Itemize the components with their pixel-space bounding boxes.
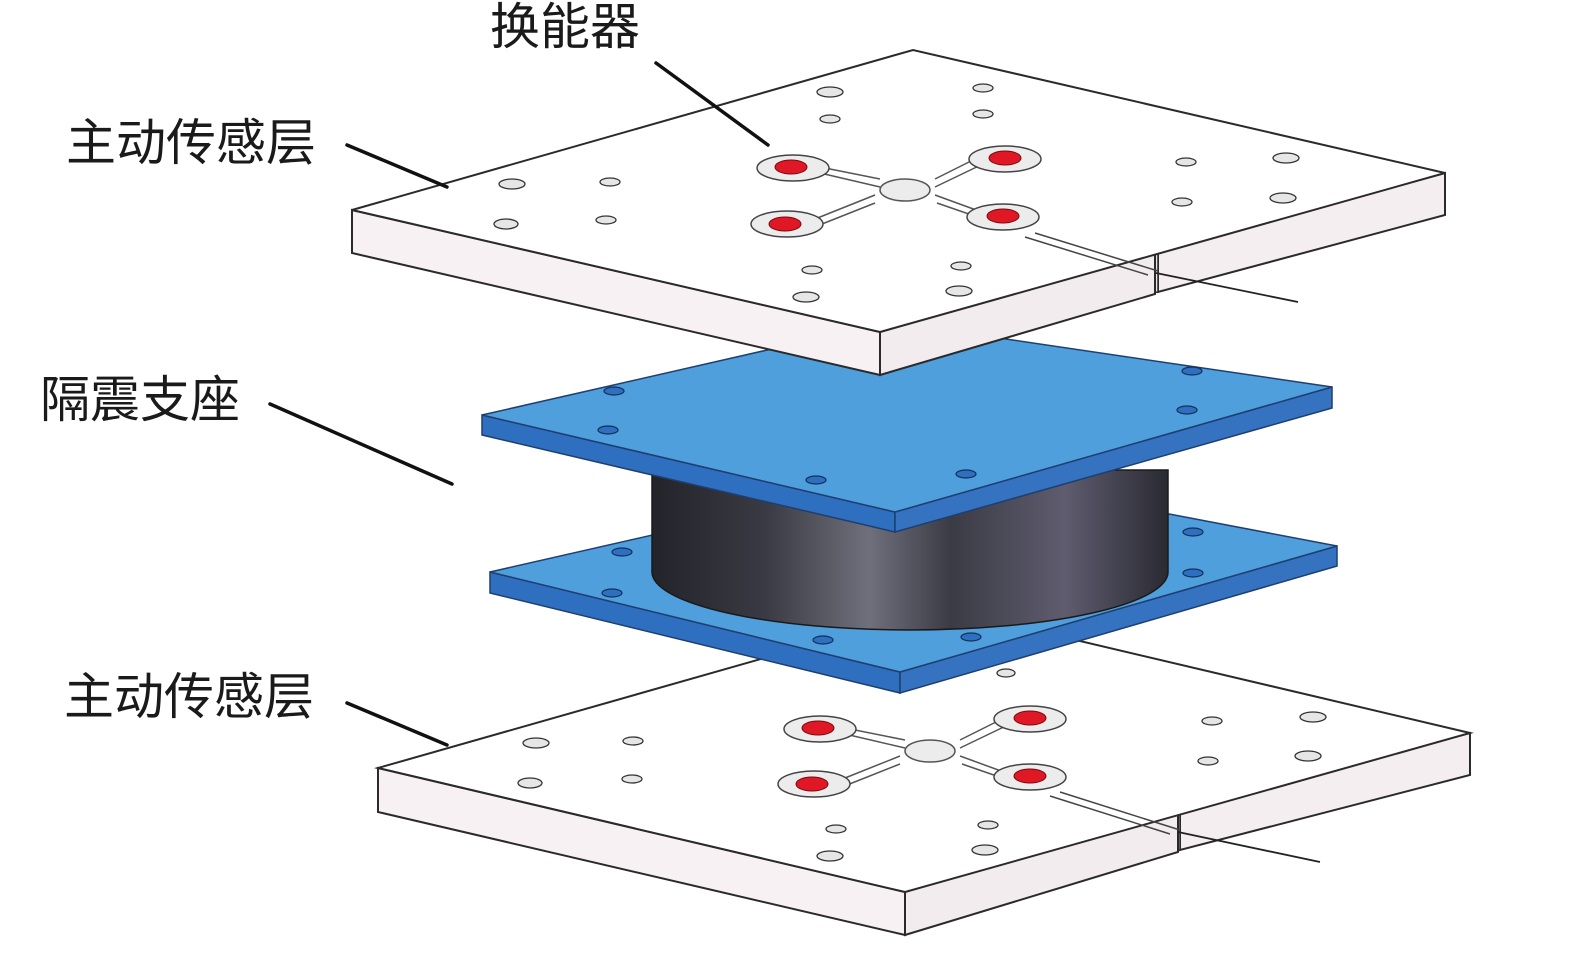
leader-bottom-layer [345,701,449,747]
upper-steel-bolt-holes [597,366,1203,485]
top-transducers [750,145,1042,238]
bottom-bolt-holes [517,668,1327,862]
rubber-core [651,469,1169,631]
isolation-bearing [481,321,1338,694]
bottom-sensing-layer [374,606,1474,937]
bottom-cable [1177,831,1321,863]
leader-top-layer [345,143,449,189]
transducer-label: 换能器 [490,0,640,56]
top-cable [1155,272,1299,303]
bottom-transducers [777,705,1067,798]
bottom-sensing-layer-label: 主动传感层 [64,668,314,726]
leader-bearing [268,402,454,486]
top-plate-slit [1024,232,1159,276]
top-sensing-layer-label: 主动传感层 [66,114,316,172]
upper-steel-top [481,321,1333,513]
leader-transducer [654,61,770,147]
lower-steel-bolt-holes [601,527,1204,645]
leader-lines [268,61,770,747]
top-bolt-holes [493,83,1300,303]
top-sensing-layer [351,48,1446,377]
top-x-groove [814,154,990,227]
isolation-bearing-label: 隔震支座 [40,371,240,429]
bottom-plate-slit [1049,791,1181,835]
